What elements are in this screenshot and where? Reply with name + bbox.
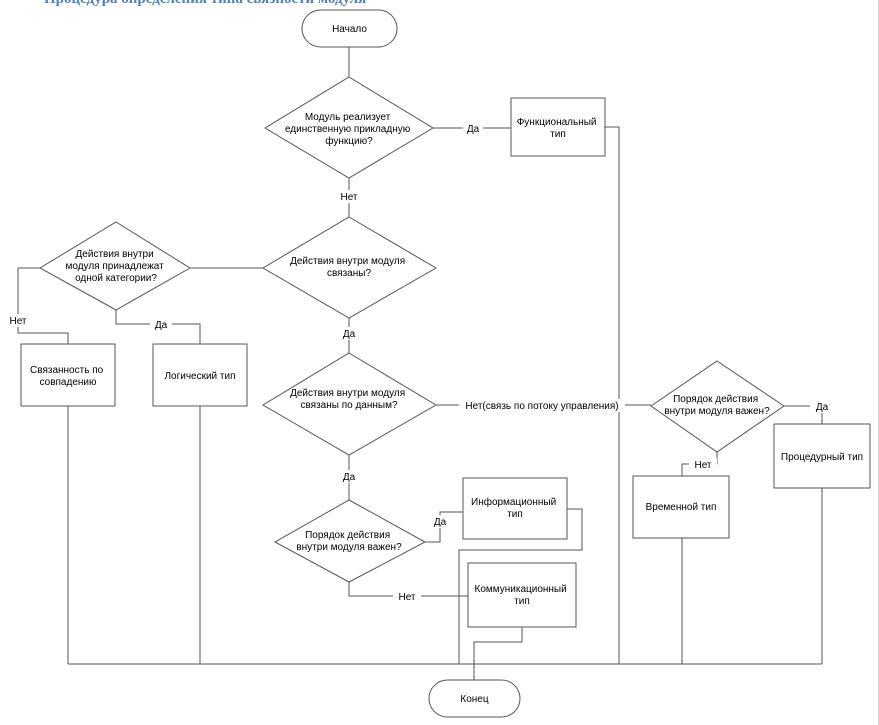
- label-d1-yes: Да: [467, 124, 480, 135]
- decision-single-function-line-3: функцию?: [325, 135, 373, 147]
- result-communicational-line-1: Коммуникационный: [475, 584, 567, 595]
- decision-actions-related-line-1: Действия внутри модуля: [290, 256, 405, 267]
- label-d6-yes: Да: [816, 402, 829, 413]
- result-informational: Информационный тип: [462, 477, 568, 540]
- svg-text:Действия внутри модуля: Действия внутри модуля связаны?: [290, 256, 408, 279]
- decision-single-function-line-1: Модуль реализует: [305, 112, 391, 123]
- result-coincidental-line-2: совпадению: [40, 377, 97, 388]
- end-terminator: Конец: [428, 679, 521, 718]
- result-temporal-line-1: Временной тип: [646, 502, 717, 513]
- decision-actions-related: Действия внутри модуля связаны?: [262, 216, 437, 319]
- svg-text:Действия внутри модуля: Действия внутри модуля связаны по данным…: [290, 388, 408, 411]
- decision-order-left: Порядок действия внутри модуля важен?: [273, 499, 427, 583]
- end-label: Конец: [460, 694, 488, 705]
- label-d6-no: Нет: [694, 460, 711, 471]
- connector-d5-no: [17, 267, 69, 344]
- result-communicational: Коммуникационный тип: [467, 562, 577, 628]
- decision-same-category-line-1: Действия внутри: [76, 249, 154, 260]
- result-coincidental-line-1: Связанность по: [30, 365, 104, 376]
- decision-single-function: Модуль реализует единственную прикладную…: [264, 76, 434, 179]
- svg-text:Действия внутри модуля: Действия внутри модуля принадлежат одной…: [65, 249, 166, 284]
- result-coincidental: Связанность по совпадению: [20, 343, 116, 407]
- label-d4-yes: Да: [434, 517, 447, 528]
- decision-same-category-line-2: модуля принадлежат: [65, 261, 164, 272]
- connectors: [17, 47, 823, 680]
- connector-informational-out: [458, 508, 583, 664]
- start-label: Начало: [332, 24, 367, 35]
- svg-text:Модуль реализует единс: Модуль реализует единственную прикладную…: [285, 112, 413, 147]
- decision-data-related-line-2: связаны по данным?: [300, 400, 398, 411]
- label-d3-yes: Да: [343, 472, 356, 483]
- page-title: Процедура определения типа связности мод…: [44, 0, 366, 8]
- decision-same-category: Действия внутри модуля принадлежат одной…: [39, 221, 191, 311]
- result-functional: Функциональный тип: [510, 97, 606, 157]
- result-logical-line-1: Логический тип: [164, 371, 235, 382]
- decision-order-left-line-2: внутри модуля важен?: [296, 542, 402, 553]
- svg-text:Порядок действия внутр: Порядок действия внутри модуля важен?: [664, 394, 770, 417]
- svg-text:Информационный тип: Информационный тип: [471, 496, 559, 520]
- result-procedural-line-1: Процедурный тип: [781, 452, 863, 463]
- label-d5-no: Нет: [9, 316, 26, 327]
- connector-functional-to-bottom: [605, 126, 620, 664]
- label-d4-no: Нет: [398, 592, 415, 603]
- result-procedural: Процедурный тип: [773, 423, 871, 489]
- label-d2-yes: Да: [343, 329, 356, 340]
- decision-order-left-line-1: Порядок действия: [305, 530, 390, 541]
- svg-text:Коммуникационный тип: Коммуникационный тип: [475, 584, 570, 607]
- result-communicational-line-2: тип: [514, 596, 530, 607]
- decision-order-right-line-1: Порядок действия: [673, 394, 758, 405]
- start-terminator: Начало: [301, 9, 398, 48]
- svg-text:Связанность по совпаде: Связанность по совпадению: [30, 365, 106, 388]
- label-d1-no: Нет: [340, 192, 357, 203]
- svg-text:Порядок действия внутр: Порядок действия внутри модуля важен?: [296, 530, 402, 553]
- connector-communicational-out: [473, 627, 523, 680]
- edge-labels: Нет Да Да Нет Да Нет(связь по потоку упр…: [6, 122, 834, 603]
- decision-order-right: Порядок действия внутри модуля важен?: [650, 360, 785, 453]
- result-logical: Логический тип: [152, 343, 248, 407]
- decision-data-related: Действия внутри модуля связаны по данным…: [262, 352, 437, 456]
- svg-text:Функциональный тип: Функциональный тип: [517, 117, 600, 140]
- decision-order-right-line-2: внутри модуля важен?: [664, 406, 770, 417]
- result-functional-line-2: тип: [550, 129, 566, 140]
- decision-actions-related-line-2: связаны?: [327, 268, 371, 279]
- connector-d4-no: [348, 582, 468, 597]
- result-temporal: Временной тип: [632, 475, 730, 539]
- result-informational-line-1: Информационный: [471, 496, 556, 508]
- decision-same-category-line-3: одной категории?: [75, 273, 157, 284]
- decision-single-function-line-2: единственную прикладную: [285, 124, 411, 135]
- label-d3-no-control: Нет(связь по потоку управления): [465, 401, 618, 412]
- result-functional-line-1: Функциональный: [517, 117, 597, 128]
- label-d5-yes: Да: [155, 320, 168, 331]
- result-informational-line-2: тип: [507, 509, 523, 520]
- decision-data-related-line-1: Действия внутри модуля: [290, 388, 405, 399]
